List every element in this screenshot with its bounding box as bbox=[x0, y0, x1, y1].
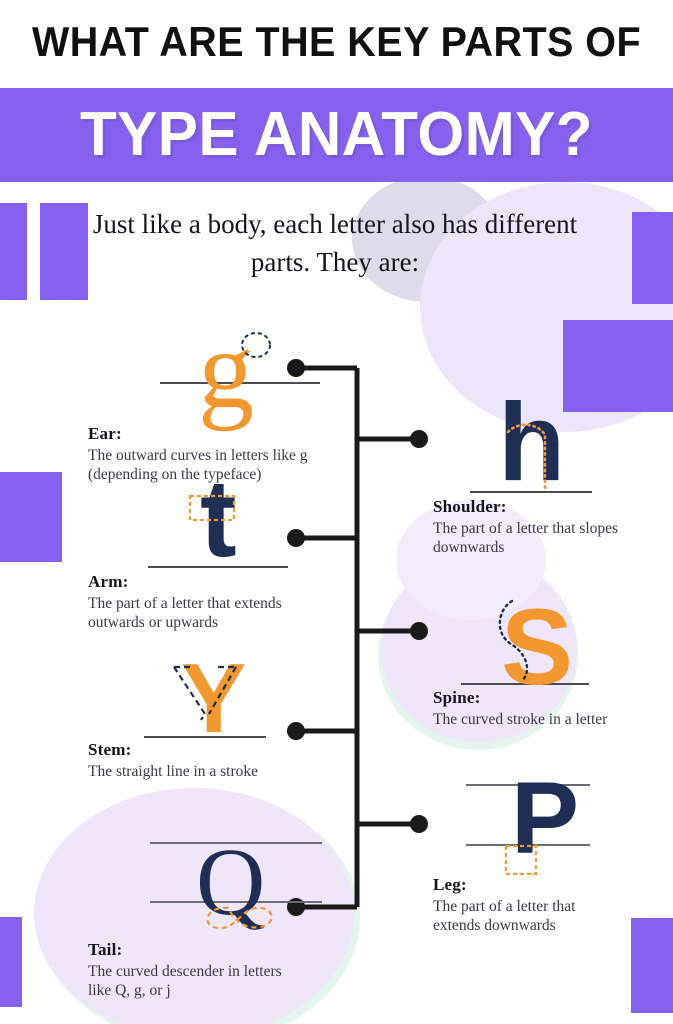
term-desc-tail: The curved descender in letters like Q, … bbox=[88, 963, 282, 999]
page-title-line1: WHAT ARE THE KEY PARTS OF bbox=[31, 18, 642, 65]
glyph-box-tail: Q bbox=[88, 834, 348, 940]
capline-tail bbox=[150, 842, 322, 844]
term-label-leg: Leg: bbox=[433, 875, 467, 894]
term-desc-spine: The curved stroke in a letter bbox=[433, 711, 608, 728]
glyph-box-ear: g bbox=[88, 314, 338, 426]
node-dot-shoulder bbox=[410, 430, 428, 448]
entry-tail[interactable]: Q Tail: The curved descender in letters … bbox=[88, 834, 348, 1000]
entry-arm[interactable]: t Arm: The part of a letter that extends… bbox=[88, 464, 338, 632]
node-dot-ear bbox=[287, 359, 305, 377]
title-band bbox=[0, 88, 673, 182]
baseline-arm bbox=[148, 566, 288, 568]
term-label-tail: Tail: bbox=[88, 940, 123, 959]
marker-dashed-v-outline-stem bbox=[173, 665, 237, 721]
term-label-stem: Stem: bbox=[88, 740, 132, 759]
baseline-tail bbox=[150, 901, 322, 903]
term-label-shoulder: Shoulder: bbox=[433, 497, 507, 516]
node-dot-tail bbox=[287, 898, 305, 916]
entry-ear[interactable]: g Ear: The outward curves in letters lik… bbox=[88, 314, 338, 484]
entry-leg[interactable]: P Leg: The part of a letter that extends… bbox=[433, 767, 673, 935]
baseline-spine bbox=[461, 683, 589, 685]
glyph-box-spine: S bbox=[433, 592, 673, 701]
glyph-box-arm: t bbox=[88, 464, 338, 574]
term-label-arm: Arm: bbox=[88, 572, 129, 591]
term-desc-shoulder: The part of a letter that slopes downwar… bbox=[433, 520, 619, 556]
letter-glyph-P: P bbox=[511, 761, 580, 875]
marker-dashed-rect-leg bbox=[504, 844, 538, 875]
marker-dashed-loop-tail bbox=[206, 906, 273, 930]
page-subtitle: Just like a body, each letter also has d… bbox=[92, 209, 578, 277]
term-desc-ear: The outward curves in letters like g (de… bbox=[88, 447, 308, 483]
marker-dashed-ellipse-ear bbox=[241, 332, 271, 358]
page-title-line2: TYPE ANATOMY? bbox=[79, 100, 594, 169]
node-dot-stem bbox=[287, 722, 305, 740]
marker-dashed-rect-arm bbox=[188, 494, 236, 522]
term-desc-leg: The part of a letter that extends downwa… bbox=[433, 898, 576, 934]
term-label-ear: Ear: bbox=[88, 424, 122, 443]
term-desc-stem: The straight line in a stroke bbox=[88, 763, 259, 780]
letter-glyph-h: h bbox=[498, 381, 566, 504]
entry-stem[interactable]: Y Stem: The straight line in a stroke bbox=[88, 640, 338, 781]
glyph-box-stem: Y bbox=[88, 640, 338, 747]
baseline-shoulder bbox=[470, 491, 592, 493]
node-dot-spine bbox=[410, 622, 428, 640]
letter-glyph-g: g bbox=[198, 308, 254, 432]
glyph-box-shoulder: h bbox=[433, 388, 673, 498]
marker-dotted-s-curve-spine bbox=[498, 599, 529, 682]
capline-leg bbox=[466, 784, 590, 786]
entry-spine[interactable]: S Spine: The curved stroke in a letter bbox=[433, 592, 673, 729]
entry-shoulder[interactable]: h Shoulder: The part of a letter that sl… bbox=[433, 388, 673, 557]
baseline-ear bbox=[160, 382, 320, 384]
letter-glyph-t: t bbox=[200, 457, 237, 580]
baseline-stem bbox=[144, 736, 266, 738]
baseline-leg bbox=[466, 844, 590, 846]
node-dot-arm bbox=[287, 529, 305, 547]
node-dot-leg bbox=[410, 815, 428, 833]
marker-dotted-arc-shoulder bbox=[506, 423, 547, 490]
term-label-spine: Spine: bbox=[433, 688, 481, 707]
letter-glyph-Y: Y bbox=[181, 643, 247, 753]
term-desc-arm: The part of a letter that extends outwar… bbox=[88, 595, 282, 631]
glyph-box-leg: P bbox=[433, 767, 673, 875]
